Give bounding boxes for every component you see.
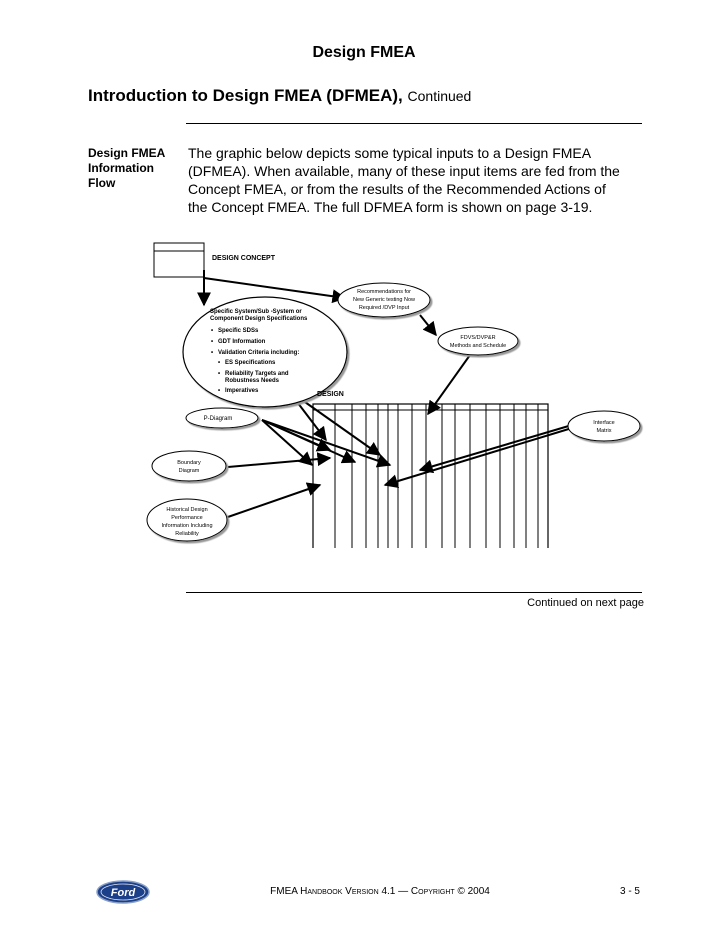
bullet-marker: • — [218, 388, 220, 394]
bullet-marker: • — [218, 371, 220, 377]
historical-ellipse — [146, 498, 228, 542]
section-title-text: Introduction to Design FMEA (DFMEA), — [88, 86, 403, 105]
concept-box — [153, 242, 205, 278]
continued-note: Continued on next page — [527, 597, 644, 609]
bullet-marker: • — [211, 350, 213, 356]
design-concept-label: DESIGN CONCEPT — [212, 255, 276, 262]
bullet-sds: Specific SDSs — [218, 328, 259, 334]
flow-arrows — [197, 270, 573, 519]
boundary-line2: Diagram — [179, 468, 200, 474]
bullet-marker: • — [218, 360, 220, 366]
design-label: DESIGN — [317, 391, 344, 398]
dfmea-form — [312, 403, 549, 548]
fdvs-line1: FDVS/DVP&R — [460, 335, 495, 341]
bullet-validation: Validation Criteria including: — [218, 350, 299, 356]
dfmea-flow-diagram: DESIGN CONCEPT — [146, 242, 641, 548]
bottom-rule — [186, 592, 642, 593]
interface-matrix-ellipse — [567, 410, 641, 442]
boundary-line1: Boundary — [177, 460, 201, 466]
page-title: Design FMEA — [312, 44, 416, 61]
page-number: 3 - 5 — [619, 886, 640, 897]
body-line: the Concept FMEA. The full DFMEA form is… — [188, 199, 593, 215]
body-line: Concept FMEA, or from the results of the… — [188, 181, 606, 197]
recommendations-line2: New Generic testing Now — [353, 297, 415, 303]
sub-es: ES Specifications — [225, 360, 276, 366]
body-line: The graphic below depicts some typical i… — [188, 145, 592, 161]
spec-title-line1: Specific System/Sub -System or — [210, 309, 302, 315]
bullet-gdt: GDT Information — [218, 339, 266, 345]
fdvs-line2: Methods and Schedule — [450, 343, 506, 349]
section-continued: Continued — [407, 88, 472, 104]
boundary-ellipse — [151, 450, 227, 482]
footer-copyright: FMEA Handbook Version 4.1 — Copyright © … — [270, 886, 490, 897]
sub-imperatives: Imperatives — [225, 388, 259, 394]
fdvs-ellipse — [437, 326, 519, 356]
sub-reliability-line2: Robustness Needs — [225, 378, 280, 384]
recommendations-line3: Required /DVP Input — [359, 305, 410, 311]
p-diagram-ellipse — [185, 407, 259, 429]
interface-line2: Matrix — [597, 428, 612, 434]
historical-line4: Reliability — [175, 531, 199, 537]
sub-reliability-line1: Reliability Targets and — [225, 371, 289, 377]
side-label-line: Flow — [88, 176, 116, 190]
historical-line3: Information Including — [161, 523, 212, 529]
bullet-marker: • — [211, 339, 213, 345]
section-title: Introduction to Design FMEA (DFMEA), Con… — [88, 86, 471, 106]
side-label: Design FMEA Information Flow — [88, 146, 178, 191]
body-paragraph: The graphic below depicts some typical i… — [188, 144, 638, 216]
body-line: (DFMEA). When available, many of these i… — [188, 163, 620, 179]
p-diagram-label: P-Diagram — [204, 416, 233, 422]
ford-logo-text: Ford — [111, 887, 136, 899]
spec-title-line2: Component Design Specifications — [210, 316, 308, 322]
historical-line1: Historical Design — [166, 507, 207, 513]
interface-line1: Interface — [593, 420, 614, 426]
side-label-line: Design FMEA — [88, 146, 166, 160]
recommendations-ellipse — [337, 282, 431, 318]
recommendations-line1: Recommendations for — [357, 289, 411, 295]
bullet-marker: • — [211, 328, 213, 334]
specifications-ellipse — [182, 296, 348, 408]
historical-line2: Performance — [171, 515, 203, 521]
ford-logo: Ford — [96, 880, 150, 904]
side-label-line: Information — [88, 161, 154, 175]
top-rule — [186, 123, 642, 124]
